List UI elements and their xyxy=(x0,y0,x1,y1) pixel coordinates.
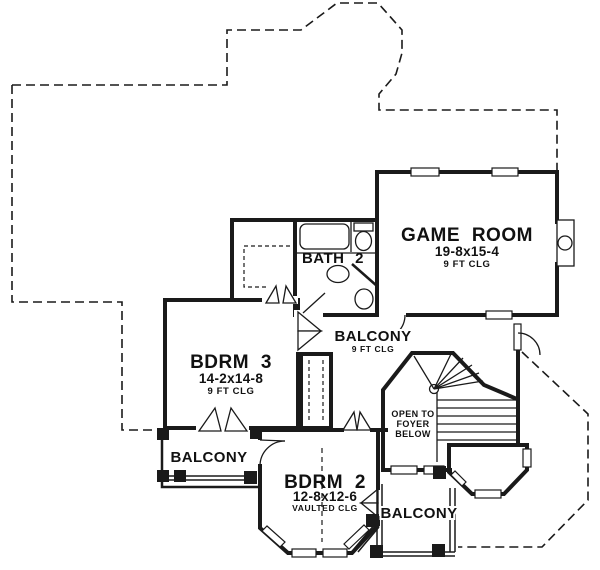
balcony-post xyxy=(157,428,169,440)
window xyxy=(322,548,348,558)
fireplace xyxy=(553,219,575,267)
bdrm3-ceiling: 9 FT CLG xyxy=(207,386,254,397)
balcony-post xyxy=(174,470,186,482)
bifold-door xyxy=(264,284,280,304)
left-balcony-label: BALCONY xyxy=(171,449,248,466)
hall-walls xyxy=(254,352,388,432)
stair-turret xyxy=(381,323,541,475)
game-room-dims: 19-8x15-4 xyxy=(435,244,499,259)
window xyxy=(261,525,286,548)
bath-label: BATH 2 xyxy=(302,250,364,267)
bdrm3-label: BDRM 3 xyxy=(190,352,272,373)
balcony-post xyxy=(244,471,257,484)
bdrm2-label: BDRM 2 xyxy=(284,472,366,493)
labels: GAME ROOM 19-8x15-4 9 FT CLG BATH 2 BDRM… xyxy=(169,225,533,524)
window xyxy=(513,323,522,351)
french-door xyxy=(224,406,249,432)
balcony-post xyxy=(432,544,445,557)
bathtub xyxy=(299,223,350,250)
bifold-door xyxy=(282,284,298,304)
game-room xyxy=(375,167,575,340)
balcony-post xyxy=(250,428,261,439)
open-to-foyer-line3: BELOW xyxy=(395,429,431,439)
turret-bay xyxy=(447,443,532,499)
window xyxy=(410,167,440,177)
french-door xyxy=(197,406,222,432)
hall-balcony-label: BALCONY xyxy=(335,328,412,345)
game-room-label: GAME ROOM xyxy=(401,225,533,246)
door-swing-arc xyxy=(259,440,286,467)
linen-closet xyxy=(299,352,333,430)
window xyxy=(343,524,370,550)
lower-balcony xyxy=(353,466,456,558)
toilet-tank xyxy=(353,222,374,232)
open-to-foyer-line2: FOYER xyxy=(396,419,429,429)
hall-balcony-ceiling: 9 FT CLG xyxy=(352,344,395,354)
bdrm3-dims: 14-2x14-8 xyxy=(199,371,263,386)
door-leaf xyxy=(302,292,326,314)
open-to-foyer-line1: OPEN TO xyxy=(391,409,434,419)
left-balcony xyxy=(157,428,261,489)
balcony-post xyxy=(433,466,446,479)
door-leaf xyxy=(259,439,286,442)
toilet xyxy=(354,230,373,252)
window xyxy=(450,470,467,487)
window xyxy=(485,310,513,320)
balcony-post xyxy=(370,545,383,558)
window xyxy=(474,489,502,499)
stairs xyxy=(413,353,518,462)
door xyxy=(359,502,379,519)
closet xyxy=(230,218,297,302)
balcony-post xyxy=(157,470,169,482)
window xyxy=(390,465,418,475)
door-swing-arc xyxy=(517,332,541,356)
door-swing-arc xyxy=(380,314,406,340)
roof-outline xyxy=(11,2,589,548)
bdrm2-dims: 12-8x12-6 xyxy=(293,489,357,504)
door xyxy=(341,410,358,431)
balcony-post xyxy=(366,514,379,527)
sink xyxy=(326,264,350,284)
bedroom-3 xyxy=(163,284,323,432)
lower-balcony-label: BALCONY xyxy=(381,505,458,522)
bdrm2-ceiling: VAULTED CLG xyxy=(292,503,358,513)
sink xyxy=(354,288,374,310)
game-room-ceiling: 9 FT CLG xyxy=(443,259,490,270)
door xyxy=(356,410,373,431)
window xyxy=(491,167,519,177)
door xyxy=(297,330,323,352)
bath-2 xyxy=(293,218,379,320)
window xyxy=(522,448,532,468)
window xyxy=(291,548,317,558)
